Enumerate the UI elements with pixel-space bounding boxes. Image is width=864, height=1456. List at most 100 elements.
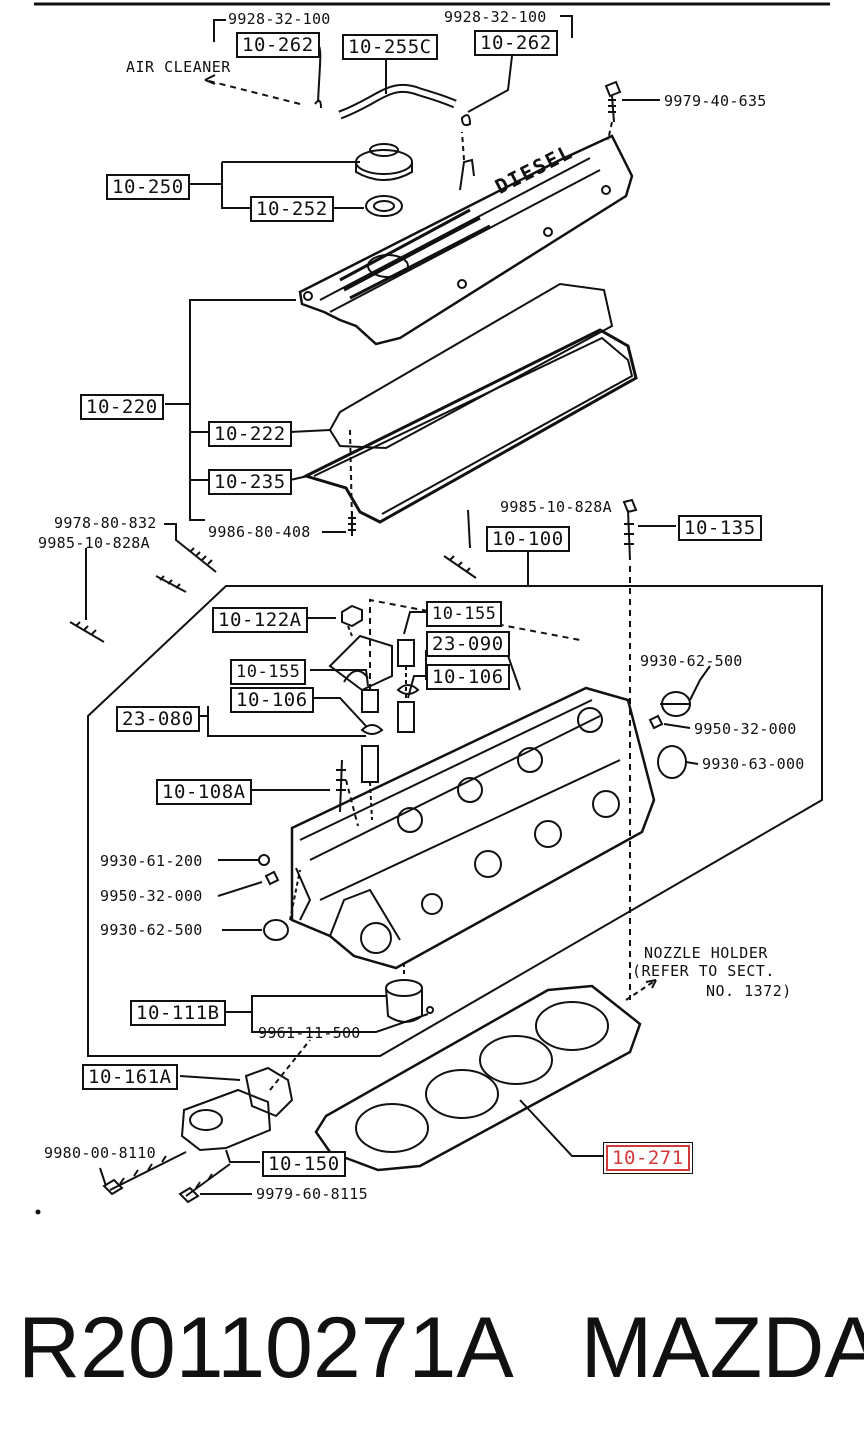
leader-9928-right [560,15,573,38]
ref-box-10-155-a[interactable]: 10-155 [426,601,503,627]
cover-bolt-hole-4 [601,185,611,195]
ref-box-10-235[interactable]: 10-235 [208,469,292,495]
ref-box-10-250[interactable]: 10-250 [106,174,190,200]
ref-box-10-122a[interactable]: 10-122A [212,607,308,633]
nozzle-dash [625,979,657,1001]
valve-guide-10-106-b [361,745,379,783]
leader-studs-left [85,523,187,620]
stud-dash [345,779,359,827]
port-3 [592,790,620,818]
leader-9950-32-000-left [217,881,263,897]
ref-box-10-222[interactable]: 10-222 [208,421,292,447]
leader-10-262-right [467,55,513,113]
oil-filler-gasket-inner [373,200,395,212]
cylinder-head-ridges [299,699,621,901]
ref-box-10-262-left[interactable]: 10-262 [236,32,320,58]
part-number-9930-61-200: 9930-61-200 [100,852,203,870]
part-number-9961-11-500: 9961-11-500 [258,1024,361,1042]
leader-9928-left [213,19,226,42]
cylinder-head-front-face [295,867,401,941]
water-outlet-dash [269,1039,311,1091]
bolt-9980-head [102,1178,124,1196]
hose-clip-left [314,99,322,109]
ref-box-10-262-right[interactable]: 10-262 [474,30,558,56]
breather-hose [338,83,457,120]
cover-bolt-head [604,80,622,98]
leader-23-080 [196,706,366,737]
cover-gasket-lower [301,328,638,524]
water-outlet-port [189,1109,223,1131]
cylinder-head-group-outline [87,548,823,1057]
ref-box-10-252[interactable]: 10-252 [250,196,334,222]
valve-cover-breather-pipe [459,158,475,191]
breather-hose-inner [339,85,456,118]
head-stud-10-108a [336,759,346,813]
ref-box-10-255c[interactable]: 10-255C [342,34,438,60]
cam-cap-nut [341,604,363,628]
plug-9930-63-000 [657,745,687,779]
fuel-pipe-fitting-10-155 [397,639,415,667]
snap-ring-23-090 [396,684,420,695]
valve-cover-fins [339,208,491,300]
ref-box-10-106-a[interactable]: 10-106 [426,664,510,690]
part-number-9985-10-828a-left: 9985-10-828A [38,534,150,552]
insert-ball [426,1006,434,1014]
guide-dash-lines [369,666,407,821]
plug-dash-left [289,869,301,921]
plug-9930-61-200 [258,854,270,866]
port-front [360,922,392,954]
cover-bolt-hole-1 [303,291,313,301]
ref-box-10-155-b[interactable]: 10-155 [230,659,307,685]
gasket-bore-3 [479,1035,553,1085]
ref-box-10-220[interactable]: 10-220 [80,394,164,420]
ref-box-10-135[interactable]: 10-135 [678,515,762,541]
part-number-9950-32-000-left: 9950-32-000 [100,887,203,905]
nozzle-holder-note-line-3: NO. 1372) [706,982,792,1000]
leader-10-220-group [165,299,296,521]
cam-cap [328,634,393,692]
head-gasket-outline [314,984,642,1172]
plug-10-155-b [361,689,379,713]
leader-9980-00-8110 [99,1167,107,1187]
cam-nut-dash [347,625,353,637]
gasket-bore-2 [425,1069,499,1119]
ref-box-10-106-b[interactable]: 10-106 [230,687,314,713]
part-caption: R20110271A MAZDA [18,1298,864,1408]
ref-box-10-161a[interactable]: 10-161A [82,1064,178,1090]
leader-9930-62-500-right [689,665,711,701]
ref-box-10-108a[interactable]: 10-108A [156,779,252,805]
port-front-2 [421,893,443,915]
leader-10-106-a [407,675,426,699]
ref-box-10-271-highlighted[interactable]: 10-271 [603,1142,693,1174]
part-number-9930-62-500-right: 9930-62-500 [640,652,743,670]
ref-box-23-090[interactable]: 23-090 [426,631,510,657]
ref-box-23-080[interactable]: 23-080 [116,706,200,732]
part-number-9930-62-500-left: 9930-62-500 [100,921,203,939]
ref-box-10-100[interactable]: 10-100 [486,526,570,552]
part-number-9979-40-635: 9979-40-635 [664,92,767,110]
stud-head-top [443,555,477,579]
part-number-9985-10-828a-top: 9985-10-828A [500,498,612,516]
part-number-9979-60-8115: 9979-60-8115 [256,1185,368,1203]
cylinder-head-outline [290,686,656,970]
bolt-9980-00-8110 [109,1151,187,1191]
combustion-insert-top [385,979,423,997]
parts-dash-line [369,598,581,690]
part-number-9950-32-000-right: 9950-32-000 [694,720,797,738]
plug-9930-62-500-left [263,919,289,941]
ref-box-10-111b[interactable]: 10-111B [130,1000,226,1026]
nozzle-holder-note-line-2: (REFER TO SECT. [632,962,775,980]
cam-bore-1 [397,807,423,833]
cover-gasket-lower-inner [313,336,634,515]
leader-9930-63-000 [685,761,699,765]
leader-10-106-b [310,697,367,727]
leader-10-150 [225,1149,260,1163]
valve-cover-ridges [319,157,601,313]
head-bolt-top [622,498,638,514]
port-2 [534,820,562,848]
air-cleaner-dashed-line [204,79,301,105]
ref-box-10-150[interactable]: 10-150 [262,1151,346,1177]
leader-10-155-b [310,669,369,687]
oil-filler-cap-side [355,162,413,181]
leader-9950-32-000-right [663,723,691,729]
